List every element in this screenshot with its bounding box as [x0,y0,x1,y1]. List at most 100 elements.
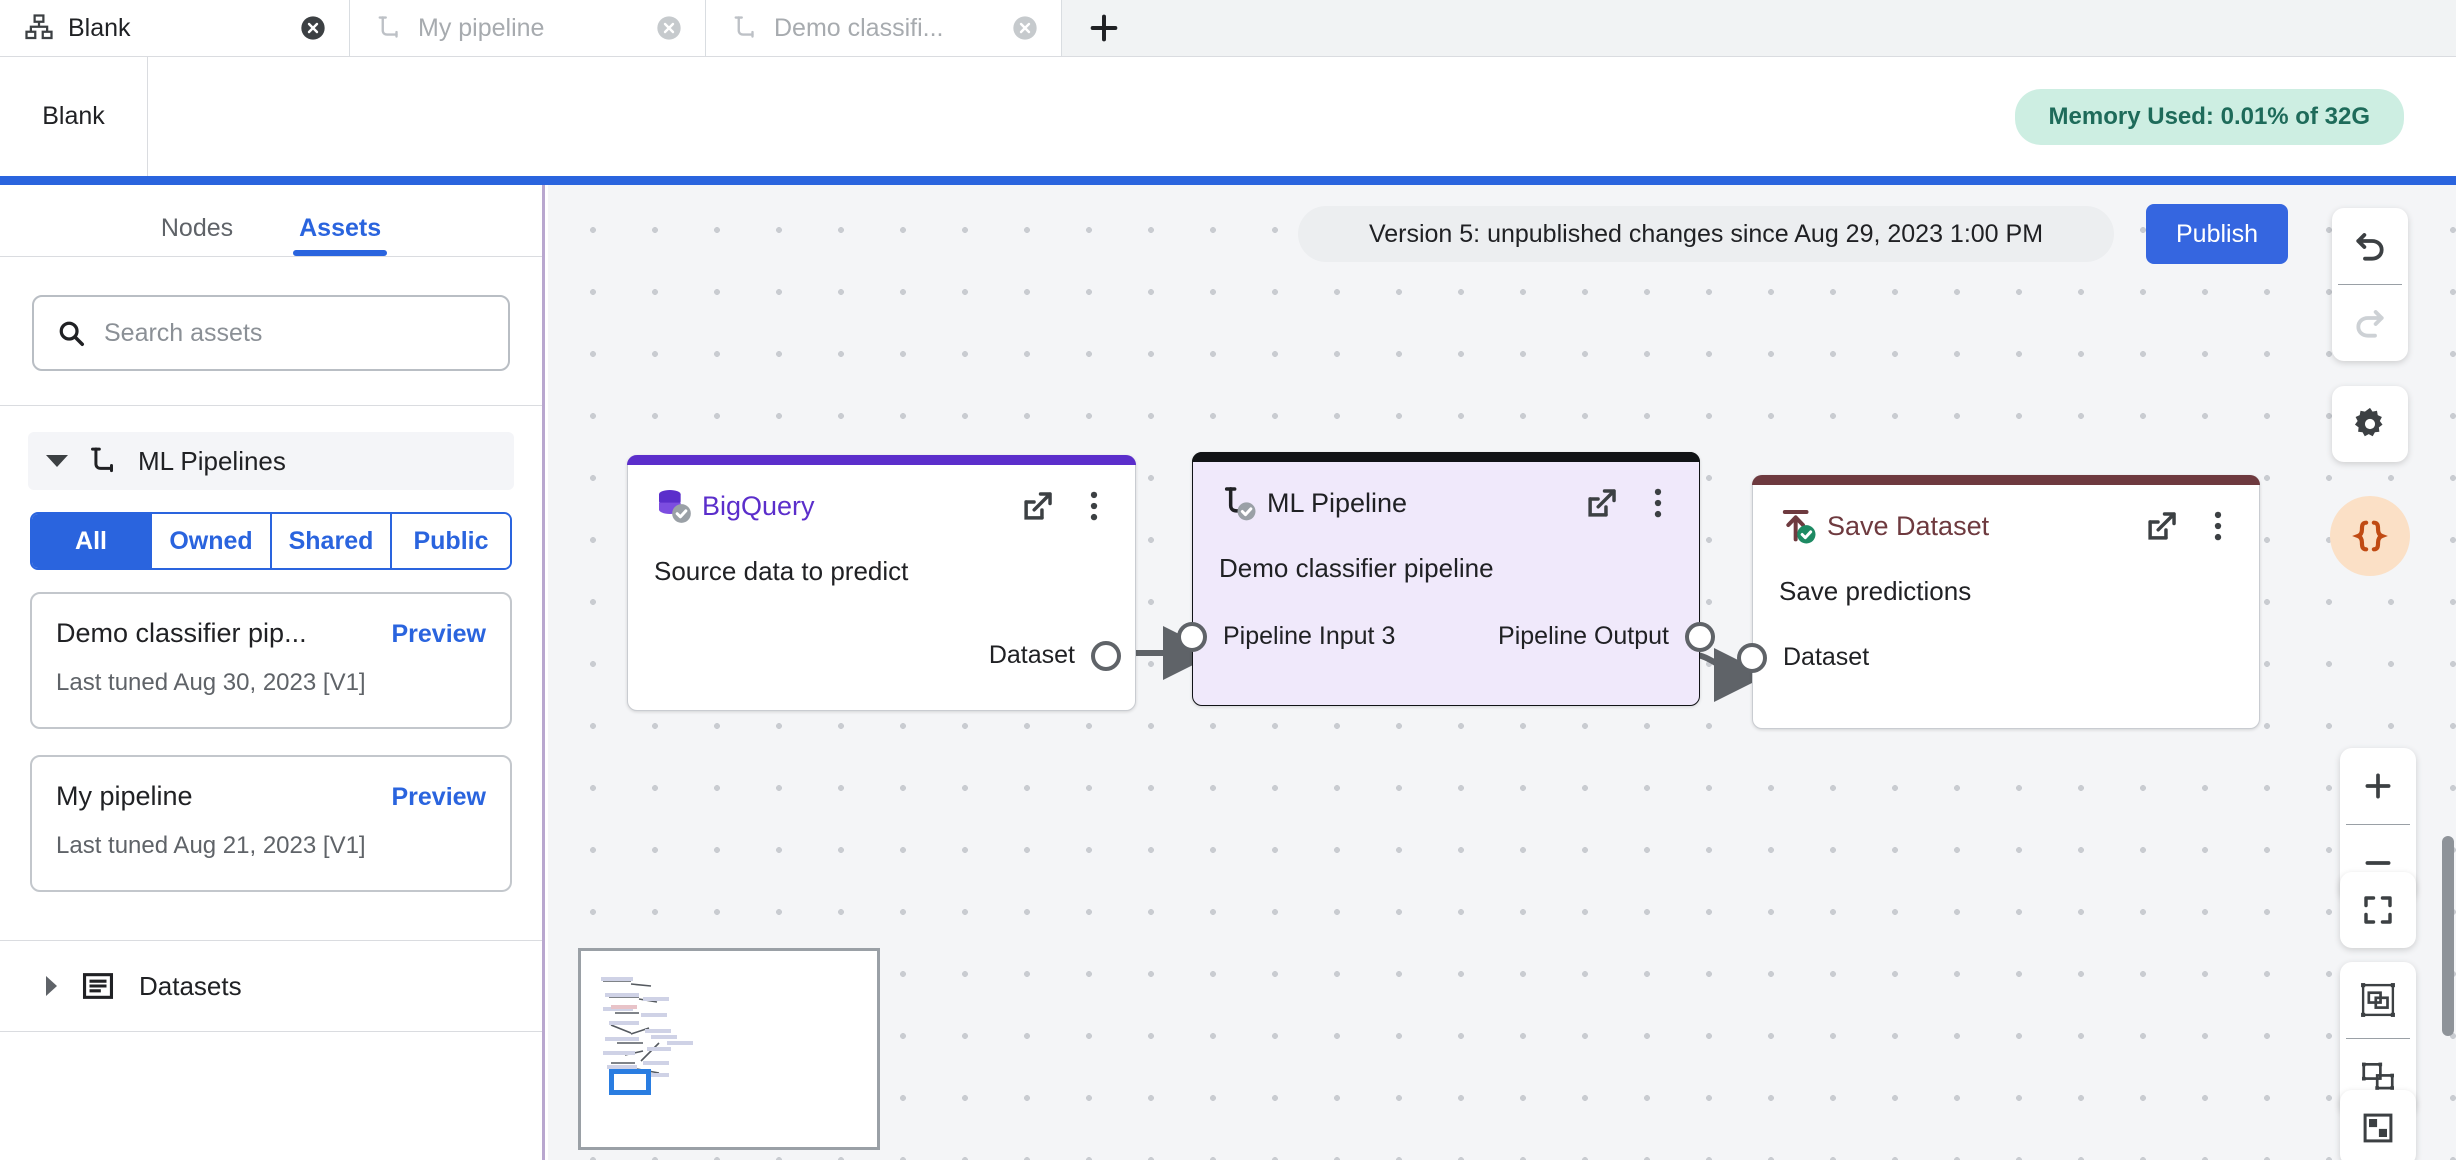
port-dot[interactable] [1091,640,1121,671]
new-tab-button[interactable] [1062,0,1146,56]
minimap-graph [601,977,693,1079]
node-output-port-pipeline-output[interactable]: Pipeline Output [1495,621,1715,652]
filter-all[interactable]: All [32,514,152,568]
dataset-icon [82,973,114,999]
canvas-minimap[interactable] [578,948,880,1150]
tab-bar: Blank My pipeline Demo classifi... [0,0,2456,56]
port-label: Pipeline Output [1498,622,1669,650]
plus-icon [1090,14,1118,42]
kebab-menu-icon[interactable] [2203,507,2233,545]
tab-nodes[interactable]: Nodes [160,214,234,242]
tab-my-pipeline[interactable]: My pipeline [350,0,706,56]
port-dot[interactable] [1685,621,1715,652]
undo-button[interactable] [2332,208,2408,284]
list-item[interactable]: My pipeline Preview Last tuned Aug 21, 2… [30,755,512,892]
node-input-port-pipeline-input-3[interactable]: Pipeline Input 3 [1177,621,1417,652]
fit-screen-icon [2364,896,2392,924]
node-header: ML Pipeline [1193,453,1699,523]
asset-filter-segmented: All Owned Shared Public [30,512,512,570]
node-input-port-dataset[interactable]: Dataset [1737,642,1977,673]
sidebar-group-label: Datasets [139,970,242,1001]
filter-owned[interactable]: Owned [152,514,272,568]
sidebar-group-datasets[interactable]: Datasets [0,941,542,1031]
open-external-icon[interactable] [1019,487,1057,525]
gear-icon [2354,407,2383,437]
layers-button[interactable] [2340,1090,2416,1160]
upload-icon [1779,506,1819,546]
grouping-toolbar [2340,962,2416,1115]
tab-label: Blank [68,13,131,42]
tab-assets[interactable]: Assets [293,214,388,256]
kebab-menu-icon[interactable] [1079,487,1109,525]
close-circle-icon[interactable] [299,14,327,42]
memory-usage-badge: Memory Used: 0.01% of 32G [2014,88,2404,145]
port-label: Dataset [1783,643,1870,671]
asset-card-list: Demo classifier pip... Preview Last tune… [0,570,542,918]
port-dot[interactable] [1737,642,1767,673]
zoom-in-button[interactable] [2340,748,2416,824]
asset-filter-section: All Owned Shared Public [0,490,542,570]
left-sidebar: Nodes Assets ML Pipelines All Owned Shar… [0,185,545,1160]
chevron-right-icon [46,976,57,996]
node-description: Source data to predict [654,556,909,586]
sidebar-divider [0,1031,542,1032]
preview-link[interactable]: Preview [391,783,486,811]
node-header: Save Dataset [1753,476,2259,546]
header-accent-rule [0,176,2456,185]
node-accent-bar [1752,475,2260,485]
pipeline-icon [91,447,113,473]
node-accent-bar [627,455,1136,465]
node-description: Save predictions [1779,576,1972,606]
pipeline-icon [1219,483,1259,523]
tab-blank[interactable]: Blank [0,0,350,56]
sidebar-group-label: ML Pipelines [138,445,286,476]
sidebar-group-ml-pipelines[interactable]: ML Pipelines [28,432,514,490]
open-external-icon[interactable] [2143,507,2181,545]
toolbar-divider [2346,824,2410,825]
minimap-viewport[interactable] [609,1069,651,1095]
tab-demo-classifier[interactable]: Demo classifi... [706,0,1062,56]
port-label: Pipeline Input 3 [1223,622,1396,650]
publish-button[interactable]: Publish [2146,204,2288,264]
filter-shared[interactable]: Shared [272,514,392,568]
filter-public[interactable]: Public [392,514,510,568]
port-dot[interactable] [1177,621,1207,652]
settings-button[interactable] [2332,386,2408,462]
undo-redo-toolbar [2332,208,2408,361]
node-type-label: BigQuery [702,490,815,521]
search-assets-box[interactable] [32,295,510,371]
ungroup-nodes-button[interactable] [2340,1039,2416,1115]
kebab-menu-icon[interactable] [1643,484,1673,522]
list-item[interactable]: Demo classifier pip... Preview Last tune… [30,592,512,729]
zoom-out-button[interactable] [2340,825,2416,901]
close-circle-icon[interactable] [655,14,683,42]
asset-card-subtitle: Last tuned Aug 30, 2023 [V1] [56,669,366,696]
close-circle-icon[interactable] [1011,14,1039,42]
redo-icon [2356,310,2384,338]
sub-header-main: Memory Used: 0.01% of 32G [148,57,2456,176]
search-input[interactable] [104,318,486,348]
code-view-button[interactable] [2330,496,2410,576]
port-label: Dataset [988,641,1075,669]
node-save-dataset[interactable]: Save Dataset Save predictions Dataset [1737,475,2260,729]
asset-card-title: Demo classifier pip... [56,618,307,648]
node-ml-pipeline[interactable]: ML Pipeline Demo classifier pipeline Pip… [1177,452,1715,706]
fit-view-button[interactable] [2340,872,2416,948]
asset-card-subtitle: Last tuned Aug 21, 2023 [V1] [56,832,366,859]
group-nodes-button[interactable] [2340,962,2416,1038]
database-icon [654,486,694,526]
redo-button[interactable] [2332,285,2408,361]
node-output-port-dataset[interactable]: Dataset [628,640,1135,671]
hierarchy-icon [25,14,53,40]
toolbar-divider [2338,284,2402,285]
layers-toolbar [2340,1090,2416,1160]
toolbar-divider [2346,1038,2410,1039]
preview-link[interactable]: Preview [391,620,486,648]
canvas-vertical-scrollbar[interactable] [2442,836,2454,1036]
node-bigquery[interactable]: BigQuery Source data to predict Dataset [627,455,1136,711]
open-external-icon[interactable] [1583,484,1621,522]
asset-card-header: My pipeline Preview [56,781,486,812]
sidebar-divider [0,940,542,941]
layers-icon [2363,1113,2393,1143]
chevron-down-icon [46,455,68,467]
